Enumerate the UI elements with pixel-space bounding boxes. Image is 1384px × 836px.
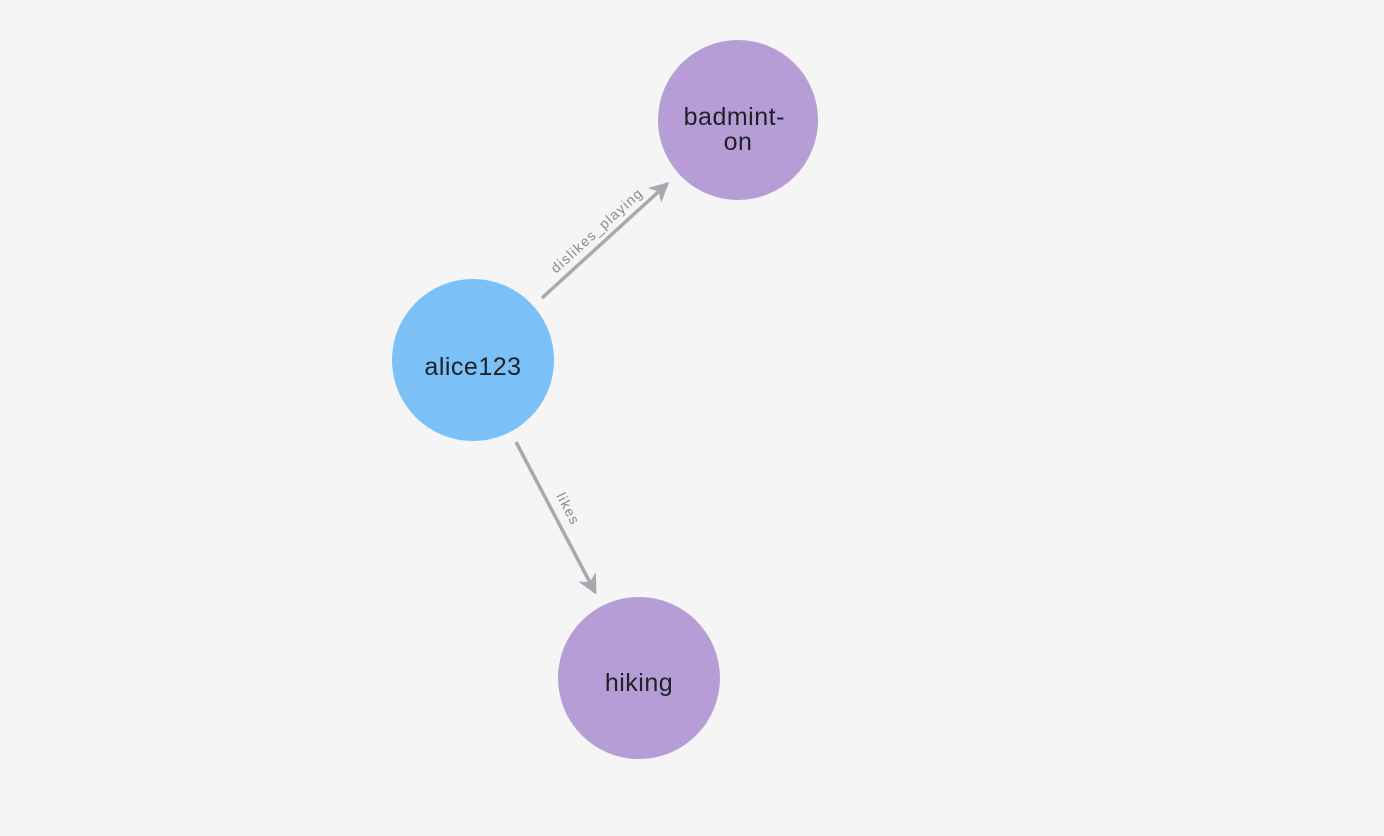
node-circle-alice123[interactable] [392,279,554,441]
node-alice123[interactable]: alice123 [392,279,554,441]
edge-dislikes-playing[interactable]: dislikes_playing [540,181,670,300]
node-circle-hiking[interactable] [558,597,720,759]
node-circle-badminton[interactable] [658,40,818,200]
node-label-hiking: hiking [605,669,673,697]
node-label-badminton-line2: on [724,128,753,156]
node-label-alice123: alice123 [424,353,521,381]
node-label-badminton: badmint- on [684,103,793,156]
node-label-badminton-line1: badmint- [684,103,785,131]
edge-line-dislikes-playing[interactable] [540,181,670,300]
node-badminton[interactable]: badmint- on [658,40,818,200]
node-hiking[interactable]: hiking [558,597,720,759]
edge-likes[interactable]: likes [514,441,597,595]
edge-label-dislikes-playing: dislikes_playing [547,184,646,276]
edge-line-likes[interactable] [514,441,597,595]
